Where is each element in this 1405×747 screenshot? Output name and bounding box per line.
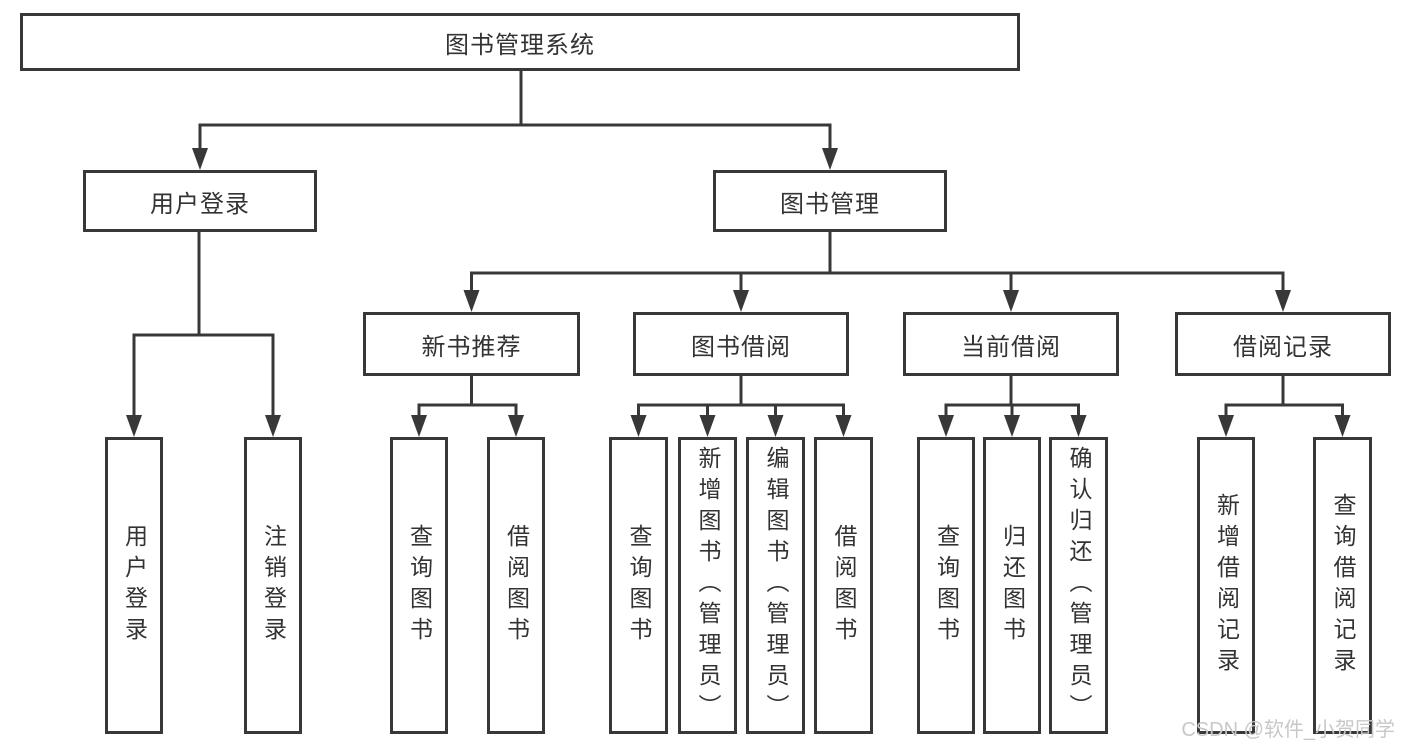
node-current-borrow-label: 当前借阅: [961, 333, 1061, 361]
node-book-management: 图书管理: [713, 170, 947, 232]
node-root: 图书管理系统: [20, 13, 1020, 71]
leaf-borrow-query-label: 查询图书: [626, 523, 652, 648]
connector-current-to-leaves: [938, 375, 1087, 437]
node-new-books-label: 新书推荐: [421, 333, 522, 361]
leaf-current-return-label: 归还图书: [999, 523, 1026, 648]
node-new-books: 新书推荐: [363, 312, 580, 376]
leaf-borrow-borrow-label: 借阅图书: [831, 523, 857, 648]
node-book-borrow-label: 图书借阅: [691, 333, 791, 361]
node-current-borrow: 当前借阅: [903, 312, 1119, 376]
csdn-watermark: CSDN @软件_小贺同学: [1181, 719, 1395, 741]
leaf-borrow-edit-admin-label: 编辑图书（管理员）: [763, 446, 789, 725]
node-book-management-label: 图书管理: [780, 190, 880, 218]
leaf-borrow-edit-admin: 编辑图书（管理员）: [746, 437, 805, 734]
leaf-records-query: 查询借阅记录: [1313, 437, 1372, 734]
leaf-current-query: 查询图书: [917, 437, 975, 734]
connector-borrow-to-leaves: [630, 375, 852, 437]
leaf-logout-label: 注销登录: [260, 523, 287, 648]
leaf-borrow-borrow: 借阅图书: [814, 437, 873, 734]
leaf-borrow-query: 查询图书: [609, 437, 668, 734]
leaf-records-add: 新增借阅记录: [1197, 437, 1255, 734]
node-borrow-records-label: 借阅记录: [1233, 333, 1333, 361]
node-user-login: 用户登录: [83, 170, 317, 232]
leaf-newbooks-borrow: 借阅图书: [487, 437, 545, 734]
leaf-newbooks-query: 查询图书: [390, 437, 448, 734]
leaf-user-login-label: 用户登录: [121, 523, 148, 648]
leaf-current-query-label: 查询图书: [933, 523, 960, 648]
leaf-records-add-label: 新增借阅记录: [1213, 492, 1240, 679]
leaf-records-query-label: 查询借阅记录: [1330, 492, 1356, 679]
connector-records-to-leaves: [1218, 375, 1351, 437]
leaf-current-confirm-admin-label: 确认归还（管理员）: [1066, 446, 1092, 725]
node-book-borrow: 图书借阅: [633, 312, 849, 376]
node-root-label: 图书管理系统: [445, 31, 595, 59]
leaf-newbooks-query-label: 查询图书: [406, 523, 433, 648]
connector-login-to-leaves: [126, 230, 281, 437]
leaf-borrow-add-admin-label: 新增图书（管理员）: [695, 446, 721, 725]
leaf-borrow-add-admin: 新增图书（管理员）: [678, 437, 737, 734]
leaf-current-confirm-admin: 确认归还（管理员）: [1049, 437, 1108, 734]
leaf-newbooks-borrow-label: 借阅图书: [503, 523, 530, 648]
node-borrow-records: 借阅记录: [1175, 312, 1391, 376]
leaf-user-login: 用户登录: [105, 437, 163, 734]
connector-root-to-level2: [192, 69, 838, 170]
leaf-logout: 注销登录: [244, 437, 302, 734]
node-user-login-label: 用户登录: [150, 190, 250, 218]
leaf-current-return: 归还图书: [983, 437, 1041, 734]
connector-newbooks-to-leaves: [411, 375, 524, 437]
connector-mgmt-to-level3: [463, 230, 1291, 312]
